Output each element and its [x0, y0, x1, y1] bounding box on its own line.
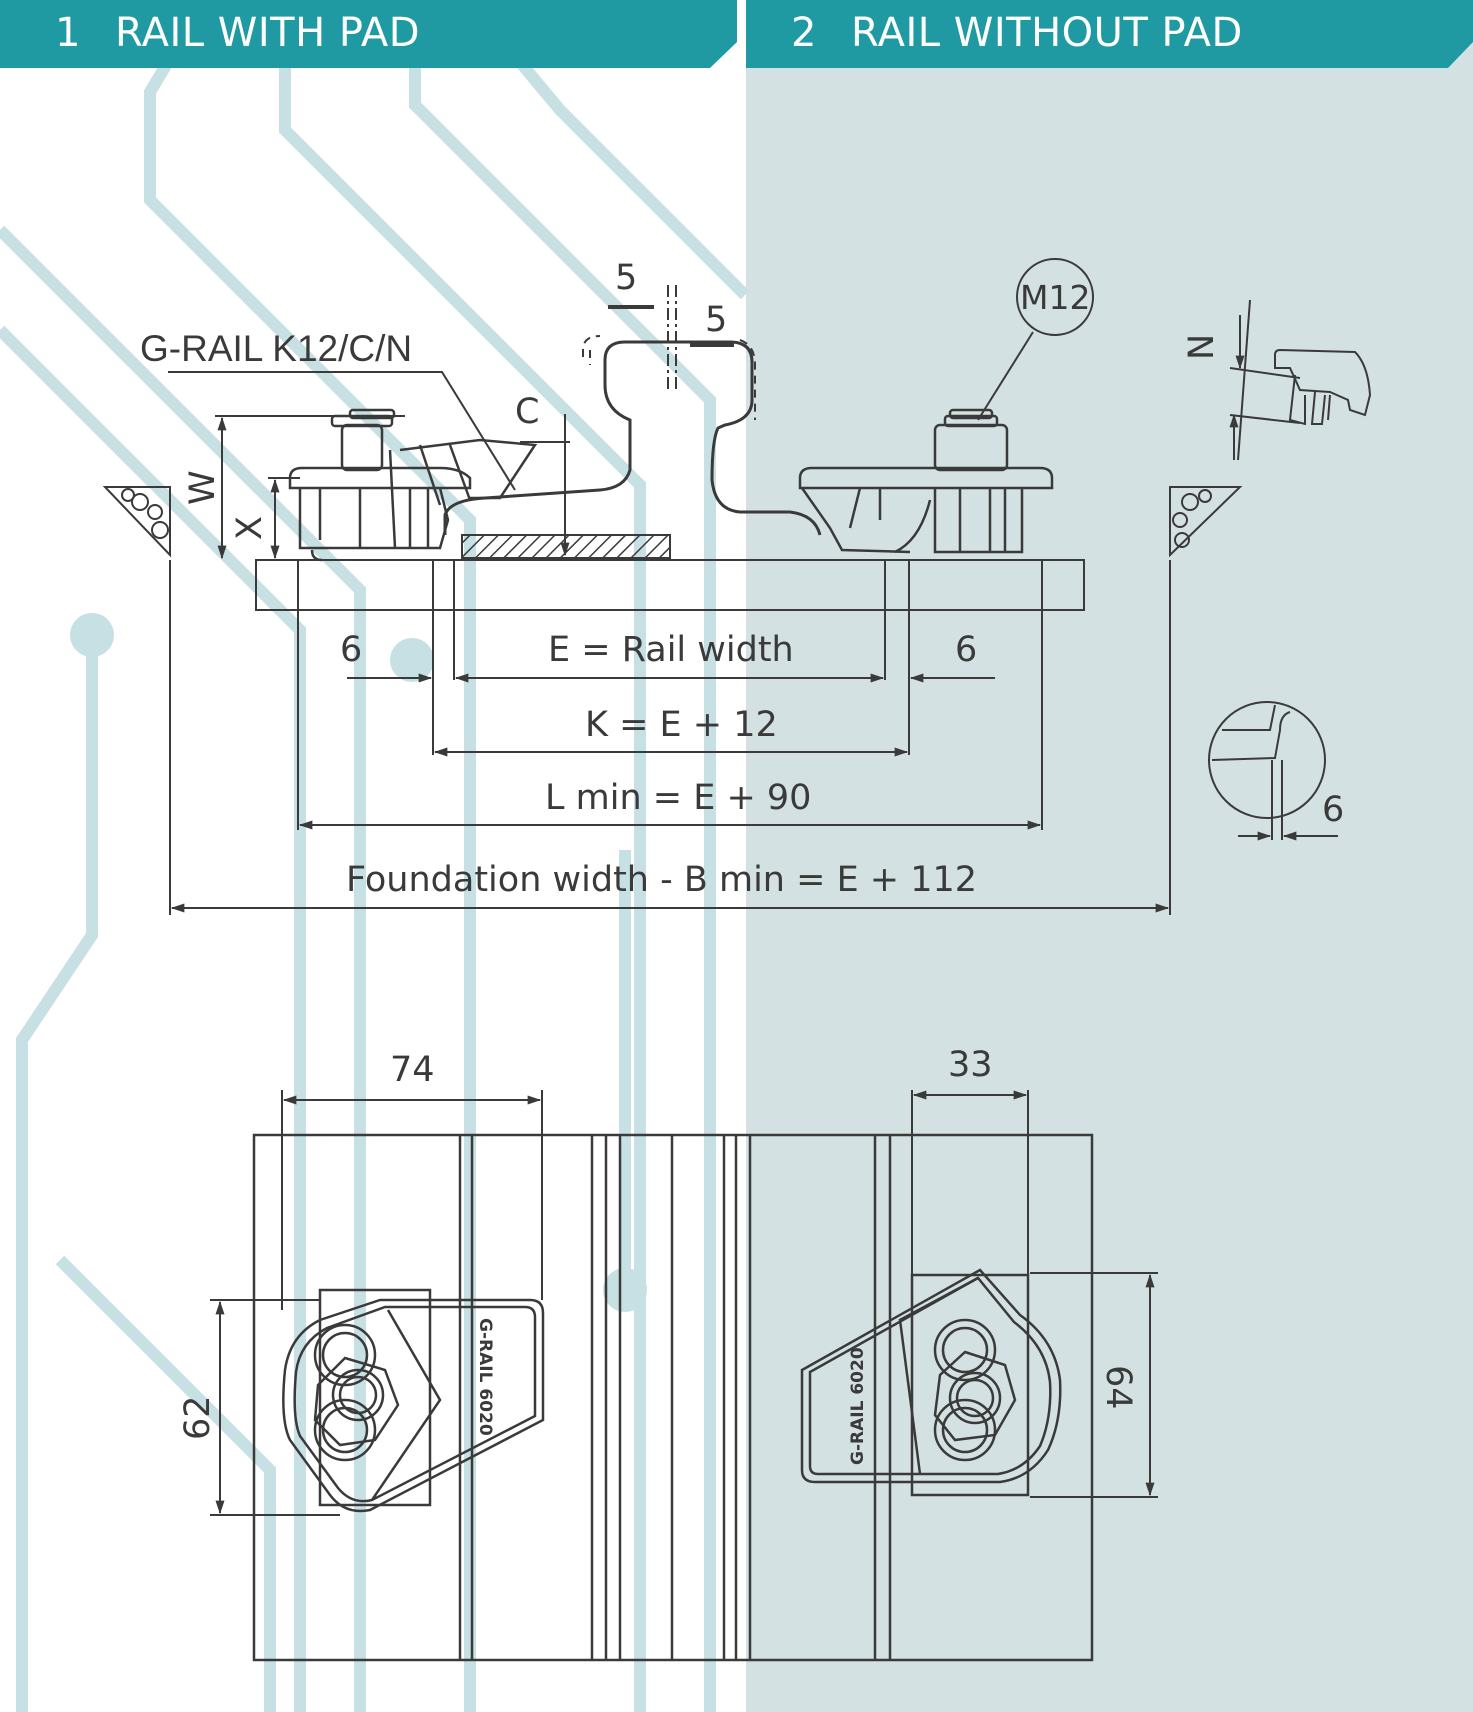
m12-callout-circle — [1016, 258, 1094, 336]
foundation-left — [102, 486, 171, 558]
rail-width-label: E = Rail width — [548, 630, 794, 670]
header-rail-with-pad: 1 RAIL WITH PAD — [0, 0, 737, 68]
right-clamp-assembly — [798, 408, 1054, 554]
right-plan-clamp — [800, 1268, 1062, 1497]
rail-profile — [443, 340, 822, 536]
n-detail — [1229, 299, 1372, 461]
gap-top-right-label: 5 — [705, 300, 728, 340]
rail-without-pad-panel — [746, 0, 1473, 1712]
dim-w-label: W — [183, 470, 223, 505]
clip-label-leader — [168, 371, 516, 491]
l-min-label: L min = E + 90 — [545, 778, 812, 818]
gap-right-label: 6 — [955, 630, 978, 670]
header-1-title: RAIL WITH PAD — [114, 10, 421, 56]
base-plate — [255, 559, 1085, 611]
plan-33-label: 33 — [948, 1045, 993, 1085]
header-1-number: 1 — [55, 10, 81, 56]
left-clip-marking: G-RAIL 6020 — [475, 1318, 495, 1436]
header-rail-without-pad: 2 RAIL WITHOUT PAD — [746, 0, 1473, 68]
gap-detail — [1208, 701, 1338, 841]
left-clamp-assembly — [288, 408, 538, 562]
foundation-width-label: Foundation width - B min = E + 112 — [346, 860, 978, 900]
bolt-label: M12 — [1020, 278, 1091, 317]
plan-64-label: 64 — [1098, 1365, 1138, 1410]
plan-74-label: 74 — [390, 1050, 435, 1090]
plan-62-label: 62 — [178, 1395, 218, 1440]
dim-x-label: X — [230, 516, 270, 540]
rail-outline-dashed-right — [739, 339, 756, 420]
rail-outline-dashed-left — [582, 335, 601, 365]
foundation-right — [1169, 486, 1243, 558]
gap-top-left-label: 5 — [615, 258, 638, 298]
k-dim-label: K = E + 12 — [585, 705, 778, 745]
detail-gap-label: 6 — [1322, 790, 1345, 830]
header-2-title: RAIL WITHOUT PAD — [850, 10, 1243, 56]
gap-left-label: 6 — [340, 630, 363, 670]
dim-n-label: N — [1182, 333, 1222, 360]
header-2-number: 2 — [791, 10, 817, 56]
right-clip-marking: G-RAIL 6020 — [848, 1347, 868, 1465]
dim-c-label: C — [515, 392, 540, 432]
left-plan-clamp — [282, 1288, 545, 1513]
clip-label: G-RAIL K12/C/N — [140, 328, 413, 369]
